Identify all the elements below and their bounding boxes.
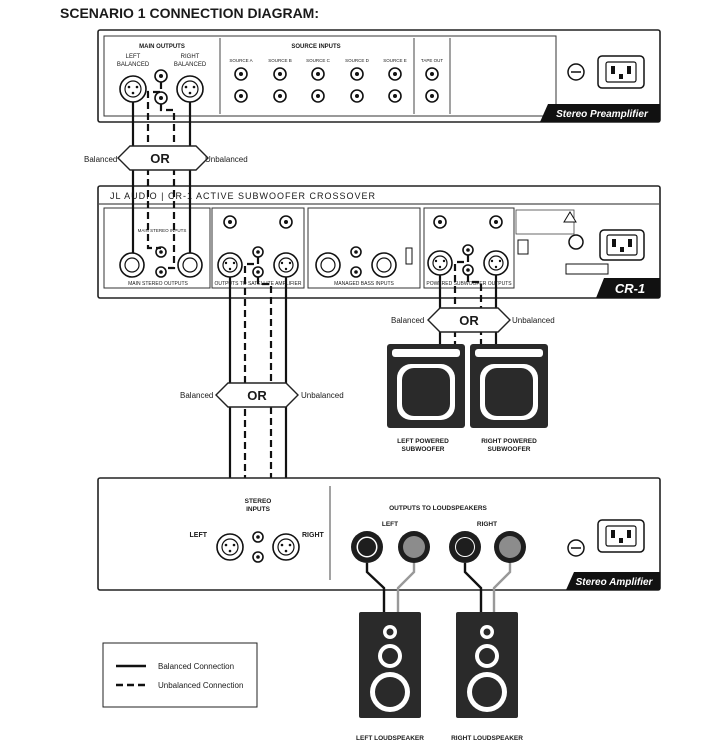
right-sub-label-line2: SUBWOOFER (488, 446, 531, 453)
amp-speaker-terminals[interactable] (351, 531, 526, 563)
preamp-power-inlet[interactable] (597, 55, 645, 89)
left-sub-label-line1: LEFT POWERED (397, 438, 449, 445)
cr1-header: JL AUDIO | CR-1 ACTIVE SUBWOOFER CROSSOV… (110, 191, 376, 201)
warning-icon (563, 211, 577, 223)
cr1-powered-sub-outputs-label: POWERED SUBWOOFER OUTPUTS (426, 281, 512, 287)
left-powered-subwoofer (387, 344, 465, 428)
cr1-power-inlet[interactable] (599, 229, 645, 261)
amp-outputs-label: OUTPUTS TO LOUDSPEAKERS (389, 505, 487, 512)
or-indicator-amplifier: OR Balanced Unbalanced (180, 382, 344, 408)
cr1-badge (596, 278, 660, 298)
amp-left-label: LEFT (190, 532, 208, 539)
cr1-main-input-jacks[interactable] (119, 246, 203, 278)
or-indicator-subwoofers: OR Balanced Unbalanced (391, 307, 555, 333)
amp-right-label: RIGHT (302, 532, 325, 539)
amp-out-right-label: RIGHT (477, 521, 497, 528)
cr1-main-outputs-label: MAIN STEREO OUTPUTS (128, 281, 188, 287)
preamp-source-c-label: SOURCE C (306, 58, 331, 63)
right-loudspeaker (456, 612, 518, 718)
cr1-fuse-holder (568, 234, 584, 250)
legend-balanced-label: Balanced Connection (158, 662, 234, 671)
right-sub-label-line1: RIGHT POWERED (481, 438, 537, 445)
unbalanced-label-3: Unbalanced (301, 391, 344, 400)
diagram-title: SCENARIO 1 CONNECTION DIAGRAM: (60, 5, 319, 21)
preamp-tape-out-jacks[interactable] (425, 67, 439, 103)
preamp-badge (540, 104, 660, 122)
or-label-2: OR (459, 313, 479, 328)
left-loudspeaker-label: LEFT LOUDSPEAKER (356, 735, 424, 742)
stereo-amplifier: STEREO INPUTS LEFT RIGHT OUTPUTS TO LOUD… (97, 477, 661, 591)
preamp-left-balanced-label: BALANCED (117, 62, 150, 68)
unbalanced-label-1: Unbalanced (205, 155, 248, 164)
speaker-wires (365, 563, 512, 612)
preamp-left-label: LEFT (126, 54, 141, 60)
or-label-1: OR (150, 151, 170, 166)
cr1-crossover: JL AUDIO | CR-1 ACTIVE SUBWOOFER CROSSOV… (97, 185, 661, 299)
preamp-source-jacks[interactable] (234, 67, 402, 103)
balanced-label-1: Balanced (84, 155, 117, 164)
balanced-label-2: Balanced (391, 316, 424, 325)
cr1-powered-sub-output-jacks[interactable] (427, 215, 509, 276)
amp-stereo-inputs-line1: STEREO (245, 498, 272, 505)
amp-out-left-label: LEFT (382, 521, 398, 528)
or-indicator-preamp-cr1: OR Balanced Unbalanced (84, 145, 248, 171)
preamp-right-label: RIGHT (181, 54, 200, 60)
preamp-source-d-label: SOURCE D (345, 58, 370, 63)
preamp-tape-out-label: TAPE OUT (421, 58, 443, 63)
left-loudspeaker (359, 612, 421, 718)
preamp-source-e-label: SOURCE E (383, 58, 407, 63)
cr1-managed-bass-input-jacks[interactable] (315, 246, 413, 278)
cr1-managed-inputs-label: MANAGED BASS INPUTS (334, 281, 394, 287)
or-label-3: OR (247, 388, 267, 403)
amp-badge (566, 572, 660, 590)
cr1-main-inputs-label: MAIN STEREO INPUTS (138, 228, 187, 233)
stereo-preamplifier: MAIN OUTPUTS LEFT BALANCED RIGHT BALANCE… (97, 29, 661, 123)
amp-input-jacks[interactable] (216, 531, 300, 563)
cr1-ground-lift-switch[interactable] (517, 239, 529, 255)
left-sub-label-line2: SUBWOOFER (402, 446, 445, 453)
preamp-main-outputs-label: MAIN OUTPUTS (139, 44, 185, 50)
amp-power-inlet[interactable] (597, 519, 645, 553)
cr1-badge-label: CR-1 (615, 281, 645, 296)
legend: Balanced Connection Unbalanced Connectio… (102, 642, 258, 708)
preamp-right-balanced-label: BALANCED (174, 62, 207, 68)
preamp-source-a-label: SOURCE A (229, 58, 252, 63)
preamp-source-inputs-label: SOURCE INPUTS (291, 44, 340, 50)
legend-unbalanced-label: Unbalanced Connection (158, 681, 243, 690)
amp-badge-label: Stereo Amplifier (576, 577, 654, 588)
balanced-label-3: Balanced (180, 391, 213, 400)
preamp-badge-label: Stereo Preamplifier (556, 109, 649, 120)
cables-preamp-to-cr1 (131, 82, 192, 270)
preamp-source-b-label: SOURCE B (268, 58, 292, 63)
right-loudspeaker-label: RIGHT LOUDSPEAKER (451, 735, 523, 742)
right-powered-subwoofer (470, 344, 548, 428)
amp-stereo-inputs-line2: INPUTS (246, 506, 271, 513)
unbalanced-label-2: Unbalanced (512, 316, 555, 325)
